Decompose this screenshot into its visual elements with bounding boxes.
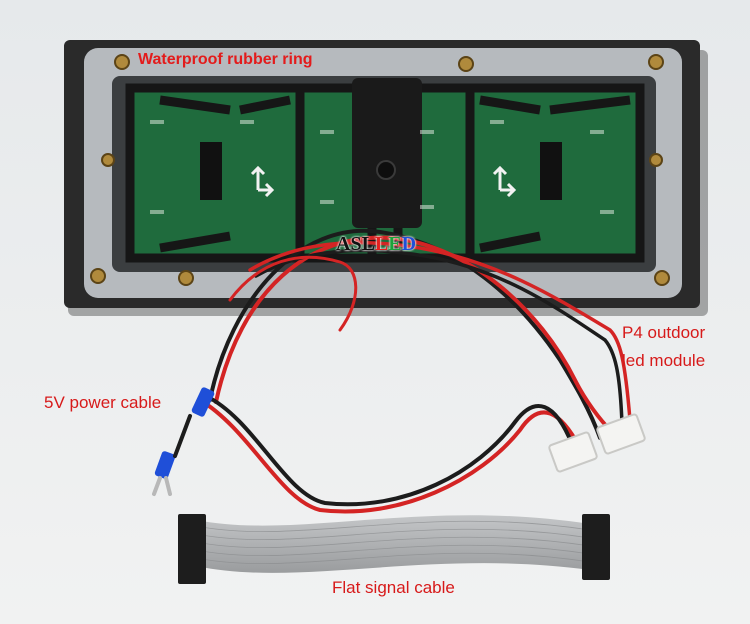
center-screw: [376, 160, 396, 180]
crimp-blue-1: [191, 387, 215, 417]
ribbon-connector-right: [582, 514, 610, 580]
power-cable-label: 5V power cable: [44, 393, 162, 412]
aslled-logo: ASLLED: [336, 233, 416, 256]
led-module: [64, 40, 708, 316]
logo-letter: E: [388, 233, 402, 255]
white-connector-2: [596, 413, 646, 455]
logo-letter: S: [350, 233, 362, 255]
flat-signal-cable: [178, 514, 610, 584]
logo-letter: A: [336, 233, 351, 255]
ribbon-connector-left: [178, 514, 206, 584]
logo-letter: D: [401, 233, 417, 255]
spade-terminal: [152, 476, 172, 496]
module-label: P4 outdoor led module: [622, 319, 705, 375]
module-label-line2: led module: [622, 351, 706, 370]
direction-arrow-left: [250, 165, 275, 198]
power-cable: [152, 228, 646, 514]
flat-cable-label: Flat signal cable: [332, 578, 455, 597]
white-connector-1: [548, 431, 598, 473]
direction-arrow-right: [492, 165, 517, 198]
crimp-blue-2: [154, 451, 176, 479]
right-header: [540, 142, 562, 200]
pcb-components: [150, 120, 614, 214]
waterproof-ring-label: Waterproof rubber ring: [138, 51, 313, 68]
module-label-line1: P4 outdoor: [622, 323, 706, 342]
logo-letter: L: [374, 233, 389, 255]
ribbon-stripes: [195, 520, 591, 564]
center-block: [352, 78, 422, 228]
brass-inserts: [90, 54, 670, 286]
logo-letter: L: [361, 233, 375, 255]
left-header: [200, 142, 222, 200]
